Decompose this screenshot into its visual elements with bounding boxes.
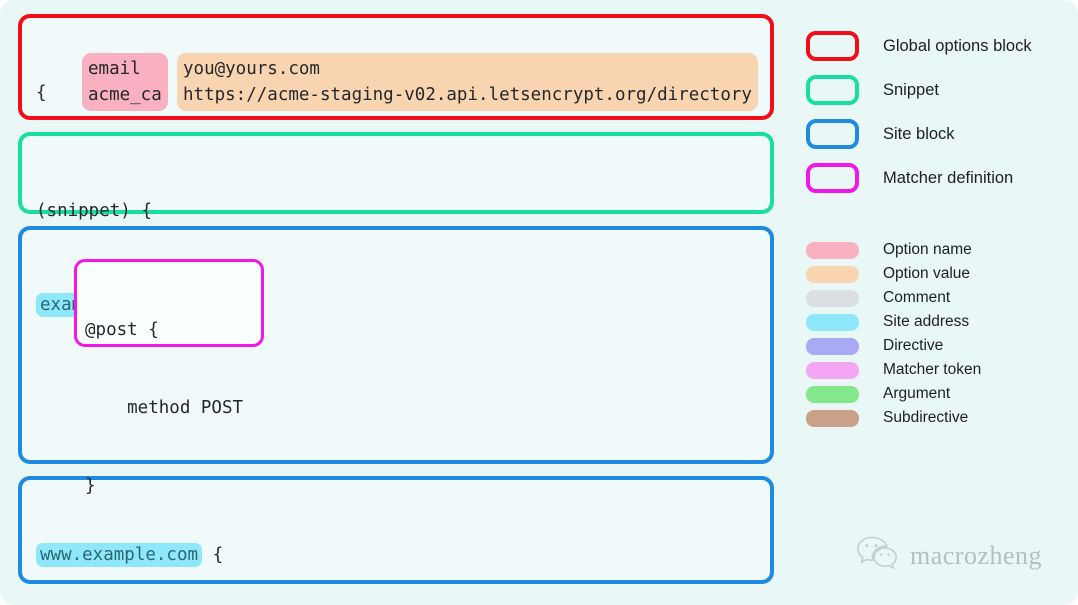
global-options-block: { } email acme_ca you@yours.com	[18, 14, 774, 337]
legend-label: Subdirective	[883, 409, 969, 426]
legend-item-site-block: Site block	[806, 112, 1068, 156]
code-line: method POST	[85, 395, 253, 421]
legend-outline-group: Global options block Snippet Site block …	[806, 24, 1068, 200]
legend-label: Site address	[883, 313, 970, 330]
legend-label: Argument	[883, 385, 951, 402]
code-line: }	[85, 473, 253, 499]
legend-item-comment: Comment	[806, 286, 1068, 310]
legend-item-directive: Directive	[806, 334, 1068, 358]
option-value-pill: you@yours.com https://acme-staging-v02.a…	[177, 53, 758, 111]
legend-label: Option name	[883, 241, 972, 258]
code-line: www.example.com {	[36, 542, 758, 568]
swatch-fill-subdirective-icon	[806, 409, 859, 427]
swatch-fill-directive-icon	[806, 337, 859, 355]
matcher-definition-code: @post { method POST }	[77, 262, 261, 554]
matcher-close: }	[85, 476, 96, 496]
legend-item-matcher-definition: Matcher definition	[806, 156, 1068, 200]
option-name-group: email acme_ca	[82, 53, 168, 111]
swatch-outline-green-icon	[806, 75, 859, 105]
swatch-outline-blue-icon	[806, 119, 859, 149]
brace-open: {	[36, 83, 47, 103]
option-value-email: you@yours.com	[183, 59, 742, 79]
site-code-www: www.example.com { redir https://example.…	[36, 490, 758, 605]
swatch-fill-site-address-icon	[806, 313, 859, 331]
legend-item-option-name: Option name	[806, 238, 1068, 262]
legend-item-site-address: Site address	[806, 310, 1068, 334]
watermark: macrozheng	[856, 535, 1042, 576]
legend-label: Site block	[883, 124, 955, 143]
legend-label: Global options block	[883, 36, 1032, 55]
legend-label: Matcher definition	[883, 168, 1014, 187]
swatch-fill-matcher-token-icon	[806, 361, 859, 379]
swatch-fill-option-name-icon	[806, 241, 859, 259]
wechat-icon	[856, 535, 898, 576]
option-value-group: you@yours.com https://acme-staging-v02.a…	[177, 53, 758, 111]
swatch-fill-option-value-icon	[806, 265, 859, 283]
legend-label: Matcher token	[883, 361, 982, 378]
snippet-open: (snippet) {	[36, 201, 152, 221]
matcher-open: @post {	[85, 320, 159, 340]
watermark-text: macrozheng	[910, 540, 1043, 570]
legend-item-option-value: Option value	[806, 262, 1068, 286]
brace-open: {	[202, 545, 224, 565]
code-line: (snippet) {	[36, 198, 758, 224]
legend-item-argument: Argument	[806, 382, 1068, 406]
option-name-email: email	[88, 59, 162, 79]
swatch-fill-argument-icon	[806, 385, 859, 403]
legend-label: Comment	[883, 289, 951, 306]
legend-fill-group: Option name Option value Comment Site ad…	[806, 238, 1068, 430]
option-name-pill: email acme_ca	[82, 53, 168, 111]
legend-item-global-options-block: Global options block	[806, 24, 1068, 68]
legend: Global options block Snippet Site block …	[806, 24, 1068, 430]
legend-label: Option value	[883, 265, 971, 282]
legend-label: Snippet	[883, 80, 939, 99]
option-name-acme-ca: acme_ca	[88, 85, 162, 105]
site-block-example-com: example.com { reverse_proxy @post localh…	[18, 226, 774, 496]
matcher-definition-box: @post { method POST }	[74, 259, 264, 496]
code-column: { } email acme_ca you@yours.com	[18, 14, 774, 596]
legend-item-matcher-token: Matcher token	[806, 358, 1068, 382]
option-value-acme-ca: https://acme-staging-v02.api.letsencrypt…	[183, 85, 752, 105]
code-line	[36, 158, 758, 184]
legend-item-subdirective: Subdirective	[806, 406, 1068, 430]
swatch-outline-magenta-icon	[806, 163, 859, 193]
code-line: {	[36, 80, 758, 106]
legend-item-snippet: Snippet	[806, 68, 1068, 112]
code-line: @post {	[85, 317, 253, 343]
legend-label: Directive	[883, 337, 944, 354]
site-block-www-example-com: www.example.com { redir https://example.…	[18, 476, 774, 584]
matcher-method: method POST	[85, 398, 244, 418]
swatch-fill-comment-icon	[806, 289, 859, 307]
swatch-outline-red-icon	[806, 31, 859, 61]
site-address-token: www.example.com	[36, 543, 203, 567]
